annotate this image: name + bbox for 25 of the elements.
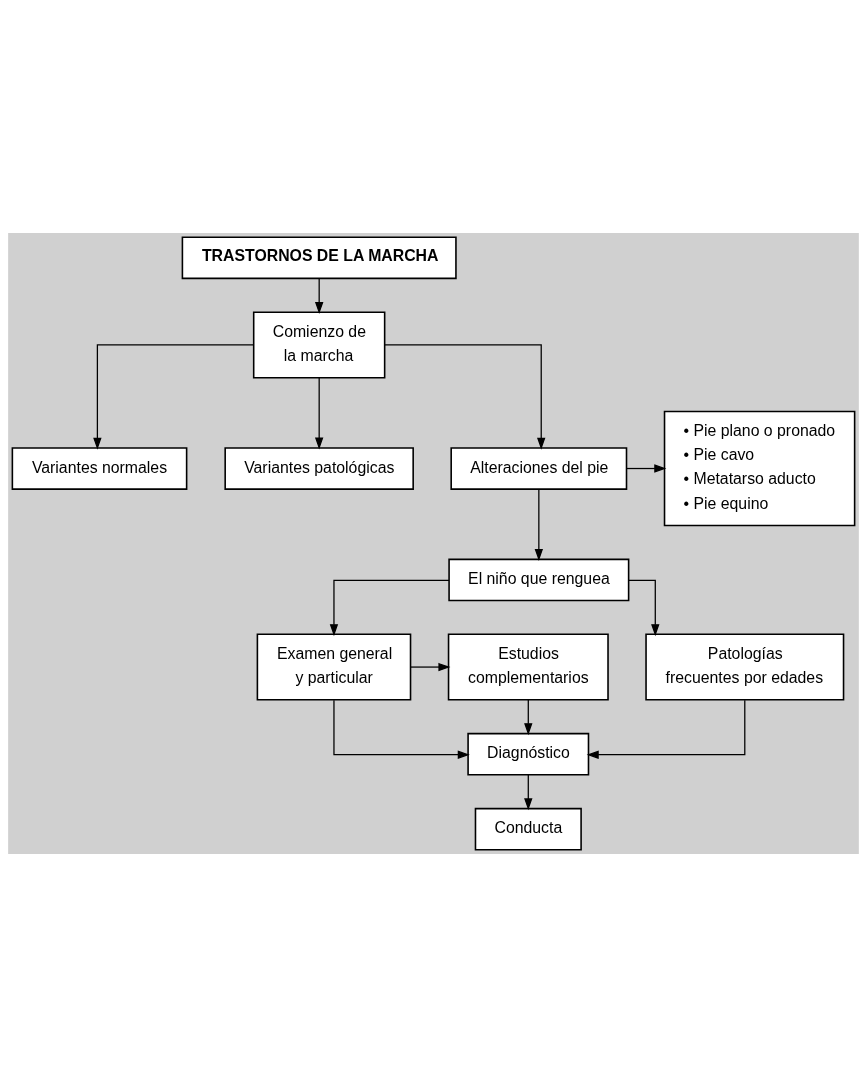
arrow [628,579,660,637]
arrow [314,377,324,450]
node-box: El niño que renguea [448,558,630,602]
node-box: Variantes normales [11,447,188,490]
node-box: TRASTORNOS DE LA MARCHA [181,236,457,280]
arrow [410,662,451,672]
node-box: Variantes patológicas [224,447,414,490]
arrow [333,699,470,759]
arrow [314,277,324,315]
arrow [329,579,450,637]
arrow [626,464,667,473]
arrow [586,699,746,759]
node-box: Conducta [474,807,582,851]
arrow [384,344,546,450]
node-box: • Pie plano o pronado • Pie cavo • Metatarso aducto • Pie equino [663,410,856,527]
node-box: Estudios complementarios [447,633,609,701]
arrow [524,774,533,811]
node-box: Comienzo de la marcha [252,311,386,379]
arrow [534,488,544,561]
arrow [93,344,255,450]
node-box: Examen general y particular [256,633,412,701]
node-box: Alteraciones del pie [450,447,628,490]
node-box: Patologías frecuentes por edades [645,633,845,701]
node-box: Diagnóstico [467,732,590,776]
arrow [524,699,533,736]
